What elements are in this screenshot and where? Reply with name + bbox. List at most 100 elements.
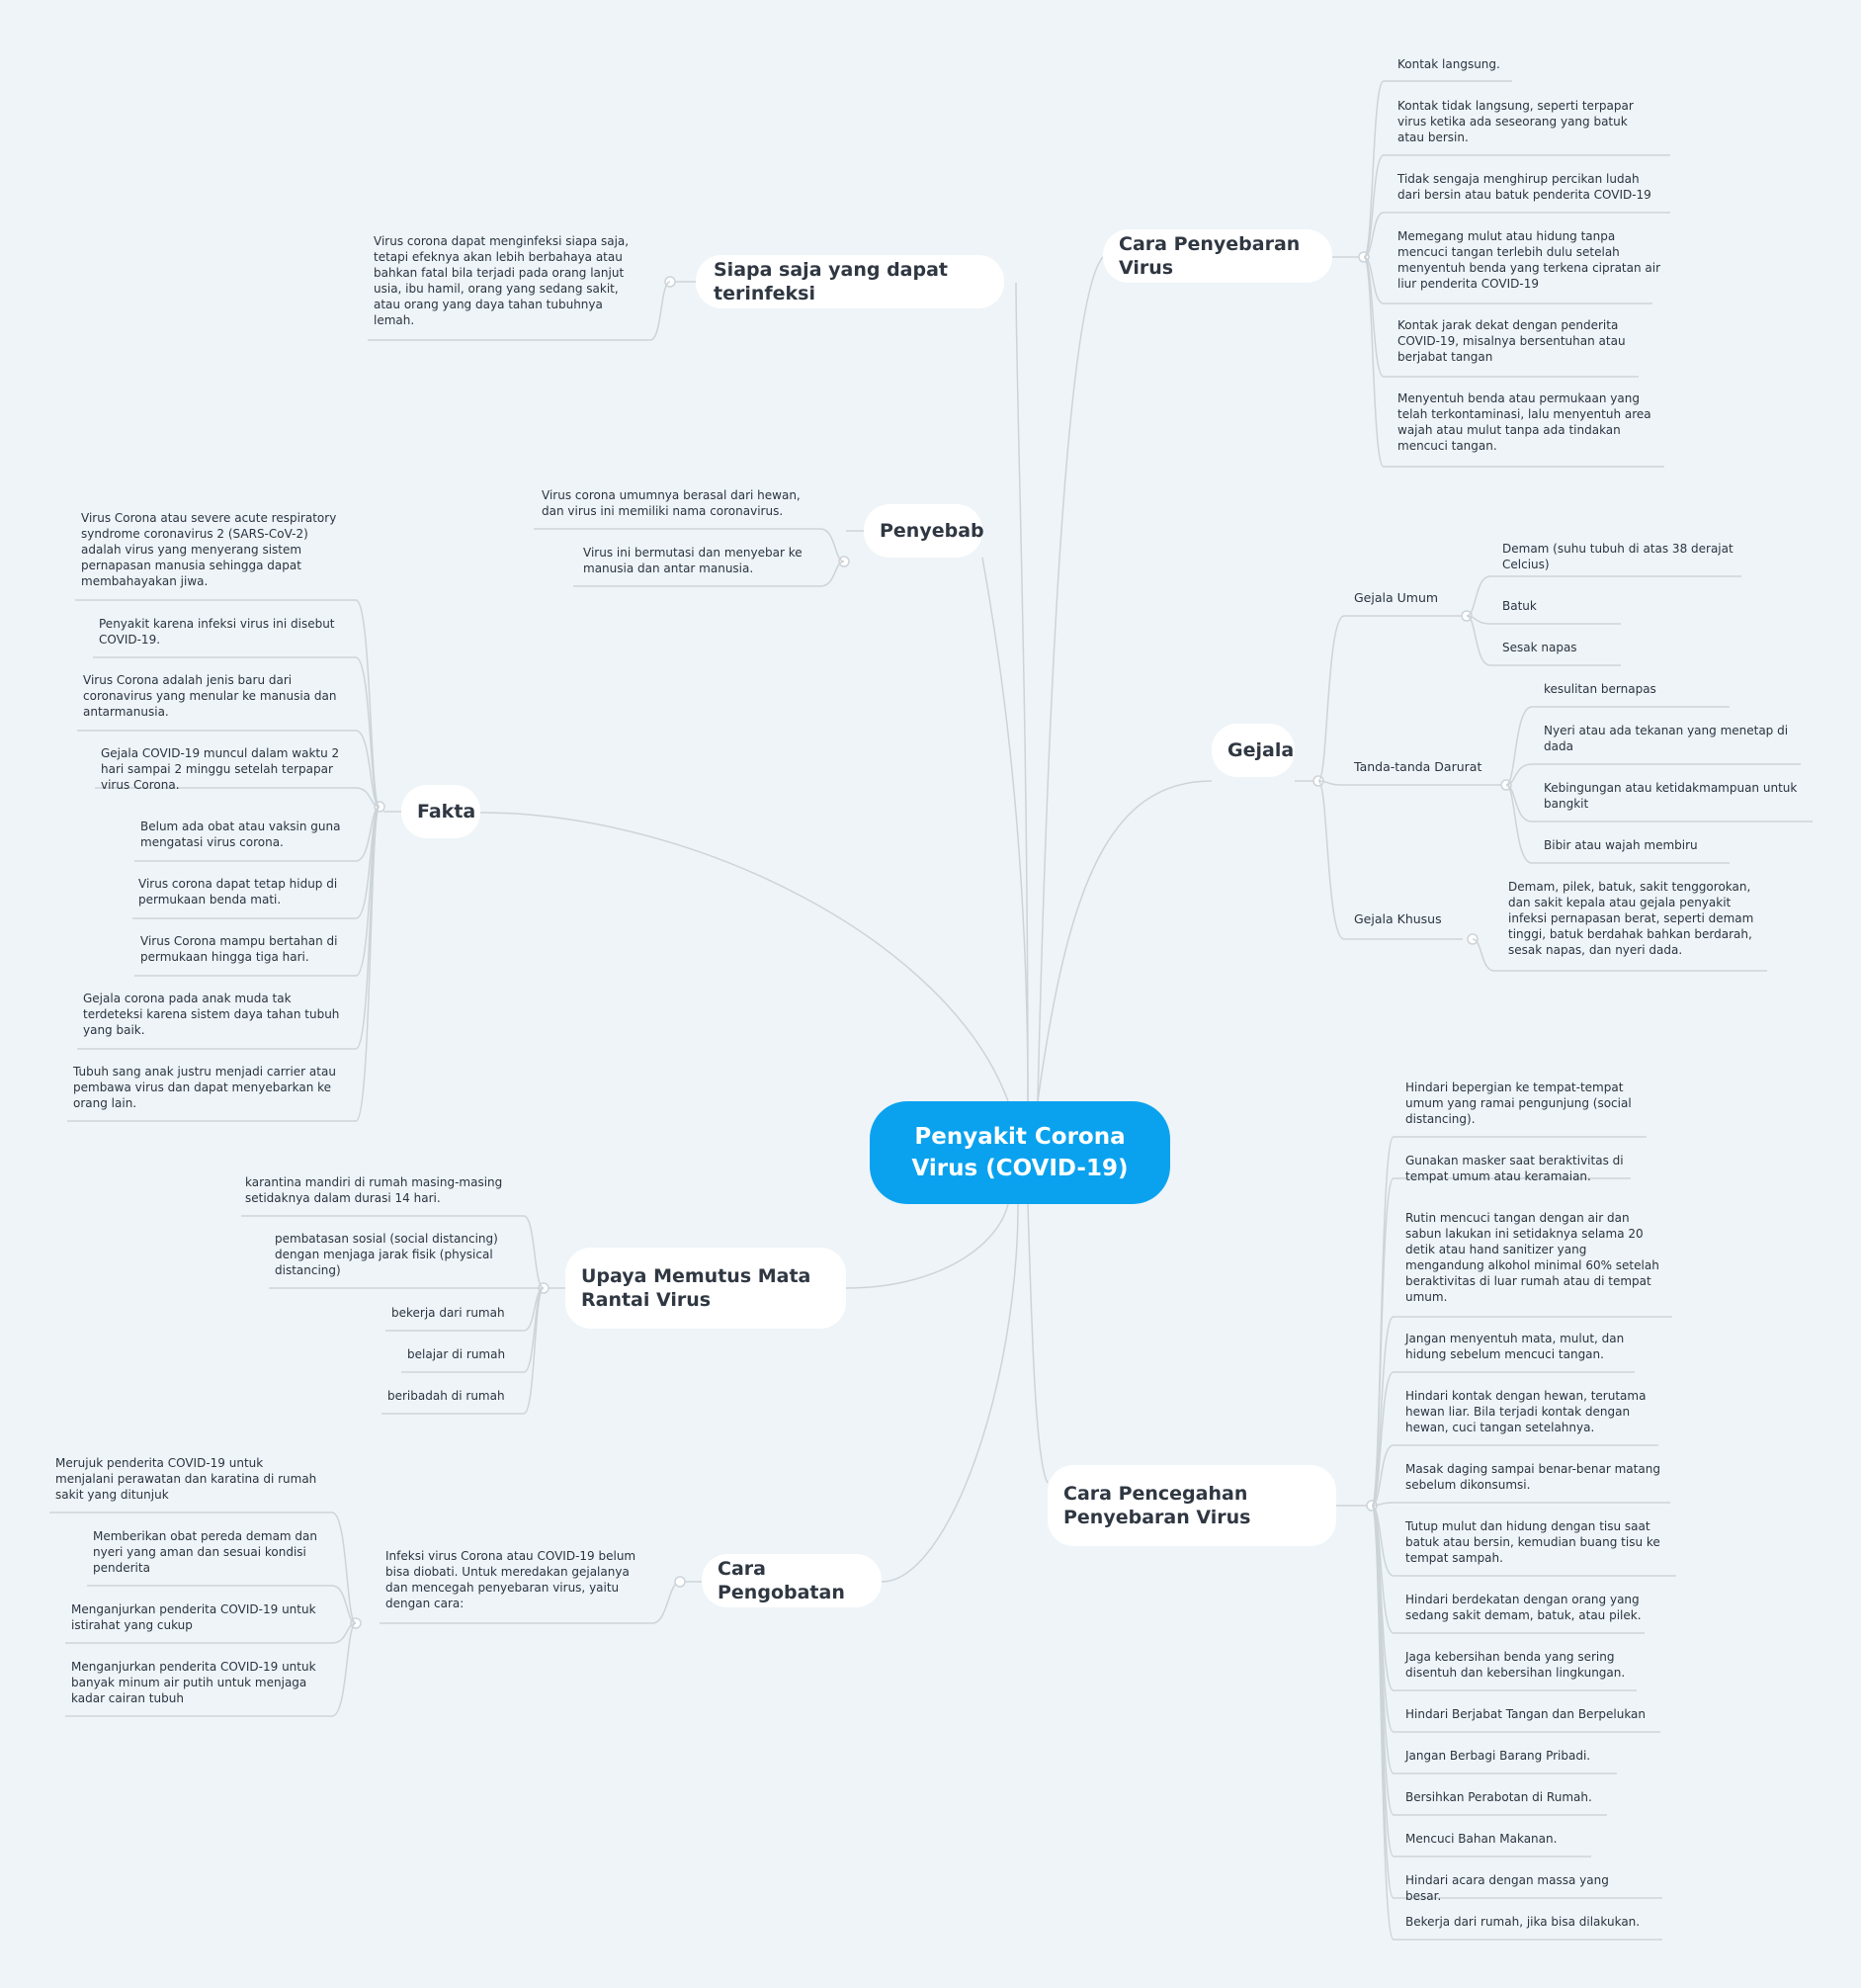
connector-line bbox=[819, 561, 845, 587]
siapa-item-1[interactable]: Virus corona dapat menginfeksi siapa saj… bbox=[374, 234, 630, 327]
pencegahan-item-9[interactable]: Jaga kebersihan benda yang sering disent… bbox=[1405, 1650, 1626, 1680]
gejala-umum-item-1[interactable]: Demam (suhu tubuh di atas 38 derajat Cel… bbox=[1502, 542, 1734, 571]
connector-line bbox=[1371, 1371, 1395, 1507]
connector-line bbox=[1363, 256, 1385, 378]
pencegahan-item-2[interactable]: Gunakan masker saat beraktivitas di temp… bbox=[1405, 1154, 1624, 1183]
branch-penyebaran[interactable]: Cara Penyebaran Virus bbox=[1103, 229, 1332, 283]
upaya-item-4[interactable]: belajar di rumah bbox=[407, 1347, 506, 1361]
connector-line bbox=[1317, 615, 1345, 782]
branch-upaya[interactable]: Upaya Memutus Mata Rantai Virus bbox=[565, 1248, 846, 1329]
pengobatan-intro[interactable]: Infeksi virus Corona atau COVID-19 belum… bbox=[385, 1549, 636, 1610]
pencegahan-item-7[interactable]: Tutup mulut dan hidung dengan tisu saat … bbox=[1405, 1519, 1660, 1565]
fakta-item-3[interactable]: Virus Corona adalah jenis baru dari coro… bbox=[83, 673, 337, 719]
gejala-group-umum[interactable]: Gejala Umum bbox=[1354, 590, 1439, 605]
pengobatan-item-2[interactable]: Memberikan obat pereda demam dan nyeri y… bbox=[93, 1529, 317, 1575]
connector-line bbox=[523, 1215, 545, 1289]
pencegahan-item-5[interactable]: Hindari kontak dengan hewan, terutama he… bbox=[1405, 1389, 1647, 1434]
connector-line bbox=[1363, 154, 1385, 258]
connector-line bbox=[1363, 256, 1385, 468]
penyebaran-item-4[interactable]: Memegang mulut atau hidung tanpa mencuci… bbox=[1397, 229, 1661, 291]
fakta-item-6[interactable]: Virus corona dapat tetap hidup di permuk… bbox=[138, 877, 338, 907]
gejala-group-darurat[interactable]: Tanda-tanda Darurat bbox=[1354, 759, 1482, 774]
penyebaran-item-5[interactable]: Kontak jarak dekat dengan penderita COVI… bbox=[1397, 318, 1626, 364]
connector-line bbox=[1472, 938, 1495, 972]
pengobatan-item-4[interactable]: Menganjurkan penderita COVID-19 untuk ba… bbox=[71, 1660, 316, 1705]
connector-line bbox=[1371, 1177, 1395, 1507]
pencegahan-item-8[interactable]: Hindari berdekatan dengan orang yang sed… bbox=[1405, 1593, 1642, 1622]
gejala-darurat-item-2[interactable]: Nyeri atau ada tekanan yang menetap di d… bbox=[1544, 724, 1789, 753]
fakta-item-2[interactable]: Penyakit karena infeksi virus ini disebu… bbox=[99, 617, 335, 647]
connector-line bbox=[1015, 282, 1029, 1102]
connector-line bbox=[355, 806, 381, 1122]
connector-line bbox=[331, 1512, 357, 1624]
connector-line bbox=[1505, 784, 1533, 864]
connector-line bbox=[1371, 1444, 1395, 1507]
gejala-darurat-item-3[interactable]: Kebingungan atau ketidakmampuan untuk ba… bbox=[1544, 781, 1798, 811]
connector-line bbox=[355, 730, 381, 808]
connector-line bbox=[881, 1203, 1019, 1583]
fakta-item-1[interactable]: Virus Corona atau severe acute respirato… bbox=[81, 511, 337, 588]
gejala-darurat-item-4[interactable]: Bibir atau wajah membiru bbox=[1544, 838, 1698, 852]
pengobatan-item-1[interactable]: Merujuk penderita COVID-19 untuk menjala… bbox=[55, 1456, 317, 1502]
fakta-item-4[interactable]: Gejala COVID-19 muncul dalam waktu 2 har… bbox=[101, 746, 340, 792]
connector-line bbox=[355, 787, 381, 808]
connector-line bbox=[1317, 780, 1345, 940]
connector-line bbox=[845, 1203, 1009, 1289]
gejala-darurat-item-1[interactable]: kesulitan bernapas bbox=[1544, 682, 1656, 696]
branch-pengobatan[interactable]: Cara Pengobatan bbox=[702, 1554, 882, 1607]
connector-line bbox=[1037, 780, 1213, 1102]
upaya-item-1[interactable]: karantina mandiri di rumah masing-masing… bbox=[245, 1175, 503, 1205]
gejala-umum-item-2[interactable]: Batuk bbox=[1502, 599, 1537, 613]
penyebaran-item-3[interactable]: Tidak sengaja menghirup percikan ludah d… bbox=[1397, 172, 1651, 202]
penyebaran-item-1[interactable]: Kontak langsung. bbox=[1397, 57, 1500, 71]
connector-line bbox=[355, 656, 381, 808]
connector-line bbox=[819, 528, 845, 562]
fakta-item-7[interactable]: Virus Corona mampu bertahan di permukaan… bbox=[140, 934, 338, 964]
pencegahan-item-15[interactable]: Bekerja dari rumah, jika bisa dilakukan. bbox=[1405, 1915, 1641, 1929]
penyebaran-item-6[interactable]: Menyentuh benda atau permukaan yang tela… bbox=[1397, 391, 1651, 453]
penyebaran-item-2[interactable]: Kontak tidak langsung, seperti terpapar … bbox=[1397, 99, 1634, 144]
central-topic[interactable]: Penyakit Corona Virus (COVID-19) bbox=[870, 1101, 1170, 1204]
connector-line bbox=[1505, 706, 1533, 786]
gejala-umum-item-3[interactable]: Sesak napas bbox=[1502, 641, 1577, 654]
upaya-item-2[interactable]: pembatasan sosial (social distancing) de… bbox=[275, 1232, 498, 1277]
pencegahan-item-3[interactable]: Rutin mencuci tangan dengan air dan sabu… bbox=[1405, 1211, 1659, 1304]
pencegahan-item-12[interactable]: Bersihkan Perabotan di Rumah. bbox=[1405, 1790, 1592, 1804]
branch-siapa[interactable]: Siapa saja yang dapat terinfeksi bbox=[696, 255, 1004, 308]
connector-line bbox=[523, 1287, 545, 1415]
pencegahan-item-14[interactable]: Hindari acara dengan massa yang besar. bbox=[1405, 1873, 1609, 1903]
branch-fakta[interactable]: Fakta bbox=[401, 785, 480, 838]
gejala-group-khusus[interactable]: Gejala Khusus bbox=[1354, 911, 1442, 926]
connector-line bbox=[331, 1585, 357, 1624]
connector-line bbox=[981, 557, 1029, 1102]
upaya-item-3[interactable]: bekerja dari rumah bbox=[391, 1306, 505, 1320]
connector-line bbox=[1371, 1505, 1395, 1941]
branch-pencegahan[interactable]: Cara Pencegahan Penyebaran Virus bbox=[1048, 1465, 1336, 1546]
pencegahan-item-1[interactable]: Hindari bepergian ke tempat-tempat umum … bbox=[1405, 1080, 1632, 1126]
penyebab-item-2[interactable]: Virus ini bermutasi dan menyebar ke manu… bbox=[583, 546, 803, 575]
connector-line bbox=[479, 812, 1009, 1102]
connector-line bbox=[1466, 575, 1491, 617]
gejala-khusus-item-1[interactable]: Demam, pilek, batuk, sakit tenggorokan, … bbox=[1508, 880, 1754, 957]
pencegahan-item-10[interactable]: Hindari Berjabat Tangan dan Berpelukan bbox=[1405, 1707, 1647, 1721]
upaya-item-5[interactable]: beribadah di rumah bbox=[387, 1389, 505, 1403]
pencegahan-item-4[interactable]: Jangan menyentuh mata, mulut, dan hidung… bbox=[1405, 1332, 1625, 1361]
pencegahan-item-11[interactable]: Jangan Berbagi Barang Pribadi. bbox=[1405, 1749, 1591, 1763]
connector-line bbox=[1317, 780, 1345, 786]
connector-line bbox=[1363, 80, 1385, 258]
fakta-item-5[interactable]: Belum ada obat atau vaksin guna mengatas… bbox=[140, 820, 341, 849]
pencegahan-item-13[interactable]: Mencuci Bahan Makanan. bbox=[1405, 1832, 1558, 1846]
pengobatan-item-3[interactable]: Menganjurkan penderita COVID-19 untuk is… bbox=[71, 1602, 316, 1632]
fakta-item-8[interactable]: Gejala corona pada anak muda tak terdete… bbox=[83, 992, 340, 1037]
fakta-item-9[interactable]: Tubuh sang anak justru menjadi carrier a… bbox=[73, 1065, 336, 1110]
penyebab-item-1[interactable]: Virus corona umumnya berasal dari hewan,… bbox=[542, 488, 801, 518]
connector-line bbox=[1027, 1203, 1049, 1484]
branch-penyebab[interactable]: Penyebab bbox=[864, 504, 984, 558]
connector-line bbox=[1466, 615, 1491, 666]
branch-node-dot bbox=[674, 1576, 686, 1588]
pencegahan-item-6[interactable]: Masak daging sampai benar-benar matang s… bbox=[1405, 1462, 1660, 1492]
branch-gejala[interactable]: Gejala bbox=[1212, 724, 1295, 777]
connector-line bbox=[1505, 763, 1533, 786]
